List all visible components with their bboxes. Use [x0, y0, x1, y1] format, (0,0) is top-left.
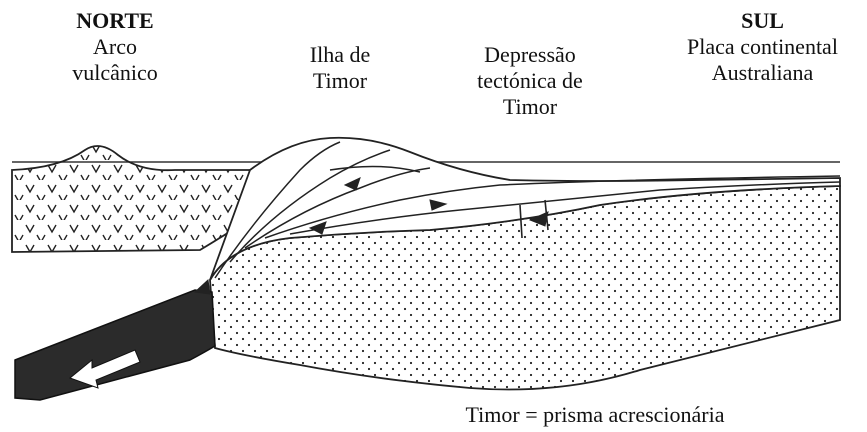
subducting-slab [15, 290, 215, 400]
label-norte: NORTE Arco vulcânico [55, 8, 175, 86]
caption-text: Timor = prisma acrescionária [440, 402, 750, 428]
sul-heading: SUL [665, 8, 860, 34]
label-timor-island: Ilha de Timor [280, 42, 400, 94]
depression-line1: Depressão [455, 42, 605, 68]
label-sul: SUL Placa continental Australiana [665, 8, 860, 86]
norte-line1: Arco [55, 34, 175, 60]
timor-island-line2: Timor [280, 68, 400, 94]
norte-line2: vulcânico [55, 60, 175, 86]
depression-line3: Timor [455, 94, 605, 120]
depression-line2: tectónica de [455, 68, 605, 94]
sul-line2: Australiana [665, 60, 860, 86]
norte-heading: NORTE [55, 8, 175, 34]
timor-island-line1: Ilha de [280, 42, 400, 68]
label-depression: Depressão tectónica de Timor [455, 42, 605, 120]
sul-line1: Placa continental [665, 34, 860, 60]
caption: Timor = prisma acrescionária [440, 402, 750, 428]
